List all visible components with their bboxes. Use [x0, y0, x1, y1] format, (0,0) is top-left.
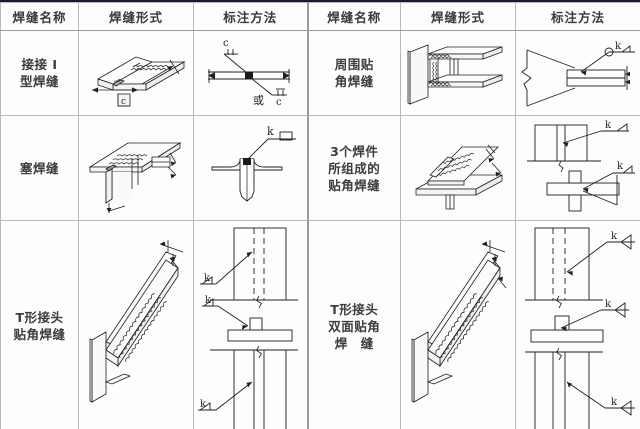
weld-name-line: 角焊缝: [334, 74, 374, 89]
dimension-label-k: k: [204, 273, 211, 284]
dimension-label-k: k: [617, 161, 624, 172]
cell-weld-name-r1-left: 接接 I 型焊缝: [0, 30, 79, 116]
three-view-double-fillet-weld-symbols: k k k: [524, 227, 635, 429]
dimension-label-c: c: [276, 97, 282, 108]
cell-marking-r3-right: k k k: [515, 220, 640, 429]
weld-name-line: 3个焊件: [330, 143, 379, 159]
header-cell-marking-right: 标注方法: [515, 2, 640, 31]
cell-marking-r3-left: k k k: [193, 220, 308, 429]
isometric-three-part-fillet-weld-assembly: [415, 144, 502, 209]
header-cell-weld-name-right: 焊缝名称: [306, 2, 401, 31]
cell-weld-name-r2-right: 3个焊件 所组成的 贴角焊缝: [306, 115, 401, 221]
weld-name-line: 贴角焊缝: [13, 327, 66, 342]
weld-name-line: 接接 I: [21, 57, 58, 72]
cell-weld-name-r3-right: T形接头 双面贴角 焊 缝: [306, 220, 401, 429]
dimension-label-k: k: [200, 399, 207, 410]
weld-name-line: 周围贴: [334, 57, 374, 72]
plug-weld-symbol-on-t-section: k: [211, 125, 297, 202]
cell-marking-r2-right: k k: [515, 115, 640, 221]
cell-weld-name-r3-left: T形接头 贴角焊缝: [0, 220, 79, 429]
butt-weld-symbol-with-c-dimension: c 或 c: [208, 38, 291, 108]
cell-marking-r1-right: k: [515, 30, 640, 116]
cell-weld-form-r3-left: [78, 220, 194, 429]
weld-name-line: 塞焊缝: [19, 160, 59, 176]
isometric-t-joint-double-fillet-weld: [411, 239, 506, 403]
dimension-label-k: k: [267, 125, 274, 138]
cell-weld-name-r2-left: 塞焊缝: [0, 115, 79, 221]
weld-name-line: 焊 缝: [334, 335, 374, 351]
weld-name-line: 双面贴角: [328, 318, 381, 334]
table-row: T形接头 贴角焊缝: [0, 220, 640, 429]
weld-name-line: 所组成的: [328, 160, 381, 176]
cell-weld-form-r1-right: [400, 30, 516, 116]
weld-name-line: 型焊缝: [19, 74, 59, 89]
table-header: 焊缝名称 焊缝形式 标注方法 焊缝名称 焊缝形式 标注方法: [0, 2, 640, 31]
isometric-i-beam-to-plate-all-around-fillet-weld: [407, 43, 502, 105]
three-view-single-fillet-weld-symbols: k k k: [198, 227, 299, 429]
isometric-t-joint-single-fillet-weld: [89, 239, 183, 403]
cell-weld-form-r3-right: [400, 220, 516, 429]
cell-weld-form-r1-left: c: [78, 30, 194, 116]
dimension-label-k: k: [205, 295, 212, 306]
cell-marking-r2-left: k: [193, 115, 308, 221]
dimension-label-k: k: [615, 41, 622, 52]
dimension-label-k: k: [611, 397, 618, 408]
cell-weld-form-r2-right: [400, 115, 516, 221]
table-row: 塞焊缝: [0, 115, 640, 221]
cell-marking-r1-left: c 或 c: [193, 30, 308, 116]
table-row: 接接 I 型焊缝: [0, 30, 640, 116]
header-row: 焊缝名称 焊缝形式 标注方法 焊缝名称 焊缝形式 标注方法: [0, 2, 640, 31]
isometric-butt-joint-i-groove-weld-drawing: c: [91, 56, 185, 107]
isometric-t-beam-plug-weld-drawing: [88, 141, 181, 213]
dimension-label-c: c: [121, 97, 126, 107]
dimension-label-k: k: [605, 120, 612, 131]
weld-name-line: T形接头: [330, 301, 379, 317]
two-view-fillet-weld-symbols: k k: [526, 120, 635, 211]
cell-weld-form-r2-left: [78, 115, 194, 221]
weld-name-line: 贴角焊缝: [328, 177, 381, 193]
weld-name-line: T形接头: [15, 310, 64, 325]
dimension-label-c: c: [223, 38, 229, 49]
all-around-fillet-weld-symbol-side-view: k: [520, 41, 635, 106]
header-cell-weld-name-left: 焊缝名称: [0, 2, 79, 31]
header-cell-weld-form-left: 焊缝形式: [78, 2, 194, 31]
or-label: 或: [253, 94, 264, 107]
table-body: 接接 I 型焊缝: [0, 30, 640, 429]
header-cell-marking-left: 标注方法: [193, 2, 308, 31]
dimension-label-k: k: [605, 299, 612, 310]
dimension-label-k: k: [611, 231, 618, 242]
cell-weld-name-r1-right: 周围贴 角焊缝: [306, 30, 401, 116]
header-cell-weld-form-right: 焊缝形式: [400, 2, 516, 31]
